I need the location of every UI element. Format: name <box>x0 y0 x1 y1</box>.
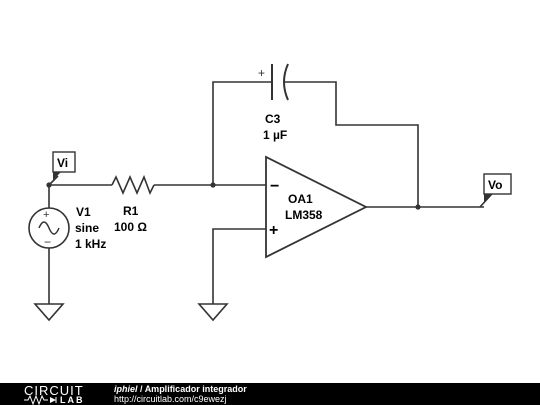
circuitlab-logo-top: CIRCUIT <box>24 383 84 398</box>
node-label-vo[interactable] <box>479 173 512 208</box>
footer-title-line: iphiel / Amplificador integrador <box>114 384 247 394</box>
v1-freq: 1 kHz <box>75 237 106 251</box>
node-label-vi[interactable] <box>48 151 76 186</box>
footer-separator: / <box>137 384 145 394</box>
wire-node-c3 <box>212 81 272 185</box>
junction-output <box>415 204 421 210</box>
footer-circuit-title[interactable]: Amplificador integrador <box>144 384 247 394</box>
circuitlab-logo-wave-icon <box>24 395 57 405</box>
voltage-source-v1-symbol[interactable]: + − <box>28 207 70 249</box>
c3-value: 1 µF <box>263 128 287 142</box>
footer-bar: CIRCUIT LAB iphiel / Amplificador integr… <box>0 383 540 405</box>
capacitor-plus-mark: + <box>258 66 265 80</box>
ground-v1 <box>33 303 65 322</box>
node-vi-text: Vi <box>57 156 68 170</box>
wire-plus-ground <box>212 228 266 304</box>
capacitor-c3-symbol[interactable]: + <box>258 63 289 101</box>
wire-c3-out <box>284 81 419 207</box>
v1-type: sine <box>75 221 99 235</box>
resistor-r1-symbol[interactable] <box>111 174 155 195</box>
opamp-oa1-symbol[interactable] <box>265 155 369 259</box>
opamp-minus-sign: − <box>270 178 279 195</box>
wires <box>48 81 484 304</box>
junction-inverting <box>210 182 216 188</box>
r1-name: R1 <box>123 204 139 218</box>
ground-oa1 <box>197 303 229 322</box>
footer-url[interactable]: http://circuitlab.com/c9ewezj <box>114 394 227 404</box>
source-plus-mark: + <box>43 209 49 221</box>
node-vo-text: Vo <box>488 178 502 192</box>
oa1-part: LM358 <box>285 208 323 222</box>
c3-name: C3 <box>265 112 281 126</box>
opamp-plus-sign: + <box>269 222 278 239</box>
circuitlab-logo-bottom: LAB <box>60 395 85 405</box>
v1-name: V1 <box>76 205 91 219</box>
oa1-name: OA1 <box>288 192 313 206</box>
r1-value: 100 Ω <box>114 220 147 234</box>
source-minus-mark: − <box>44 235 51 249</box>
footer-user-link[interactable]: iphiel <box>114 384 138 394</box>
